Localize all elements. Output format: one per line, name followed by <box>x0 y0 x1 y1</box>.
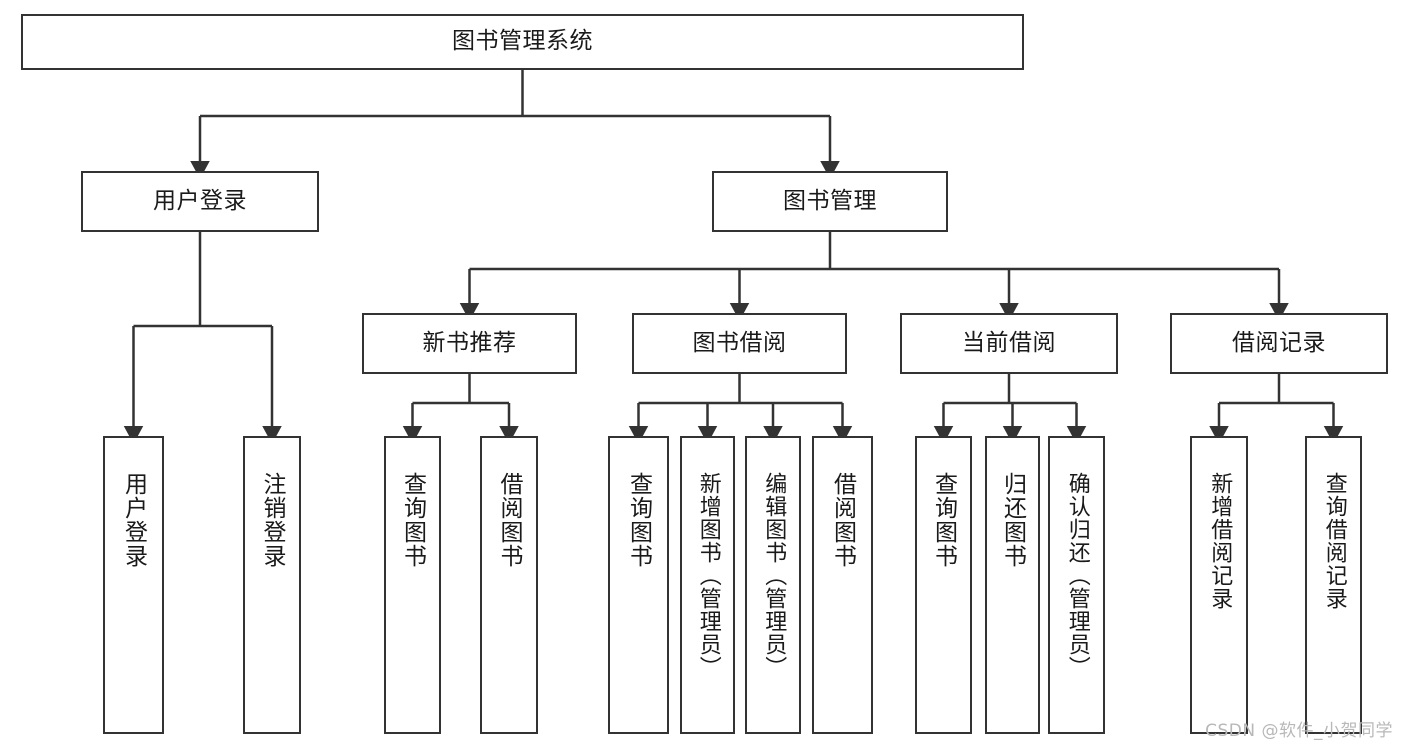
node-label: 图书借阅 <box>692 329 787 356</box>
node-root[interactable]: 图书管理系统 <box>21 14 1024 70</box>
node-records[interactable]: 借阅记录 <box>1170 313 1388 374</box>
node-leaf-12[interactable]: 新增借阅记录 <box>1190 436 1248 734</box>
node-label: 查询图书 <box>399 472 426 568</box>
node-label: 查询图书 <box>625 472 652 568</box>
node-user-login[interactable]: 用户登录 <box>81 171 319 232</box>
node-leaf-8[interactable]: 借阅图书 <box>812 436 873 734</box>
node-label: 用户登录 <box>153 187 247 214</box>
node-leaf-5[interactable]: 查询图书 <box>608 436 669 734</box>
node-leaf-3[interactable]: 查询图书 <box>384 436 441 734</box>
node-label: 当前借阅 <box>962 329 1056 356</box>
node-leaf-4[interactable]: 借阅图书 <box>480 436 538 734</box>
node-label: 用户登录 <box>120 472 147 568</box>
watermark-label: CSDN @软件_小贺同学 <box>1205 721 1393 741</box>
node-new-rec[interactable]: 新书推荐 <box>362 313 577 374</box>
node-leaf-7[interactable]: 编辑图书（管理员） <box>745 436 801 734</box>
node-leaf-9[interactable]: 查询图书 <box>915 436 972 734</box>
node-label: 确认归还（管理员） <box>1064 472 1090 679</box>
node-label: 归还图书 <box>999 472 1026 568</box>
node-leaf-13[interactable]: 查询借阅记录 <box>1305 436 1362 734</box>
node-label: 查询借阅记录 <box>1321 472 1347 610</box>
node-label: 借阅记录 <box>1232 329 1326 356</box>
node-book-mgmt[interactable]: 图书管理 <box>712 171 948 232</box>
node-leaf-2[interactable]: 注销登录 <box>243 436 301 734</box>
node-label: 新增借阅记录 <box>1207 472 1233 610</box>
node-leaf-11[interactable]: 确认归还（管理员） <box>1048 436 1105 734</box>
node-label: 新增图书（管理员） <box>695 472 721 679</box>
node-current[interactable]: 当前借阅 <box>900 313 1118 374</box>
node-label: 注销登录 <box>259 472 286 568</box>
node-borrow[interactable]: 图书借阅 <box>632 313 847 374</box>
node-label: 编辑图书（管理员） <box>761 472 787 679</box>
node-label: 新书推荐 <box>422 329 517 356</box>
node-label: 查询图书 <box>930 472 957 568</box>
node-leaf-1[interactable]: 用户登录 <box>103 436 164 734</box>
node-leaf-6[interactable]: 新增图书（管理员） <box>680 436 735 734</box>
node-label: 图书管理系统 <box>452 28 593 55</box>
node-leaf-10[interactable]: 归还图书 <box>985 436 1040 734</box>
node-label: 借阅图书 <box>829 472 856 568</box>
node-label: 借阅图书 <box>496 472 523 568</box>
node-label: 图书管理 <box>783 187 877 214</box>
